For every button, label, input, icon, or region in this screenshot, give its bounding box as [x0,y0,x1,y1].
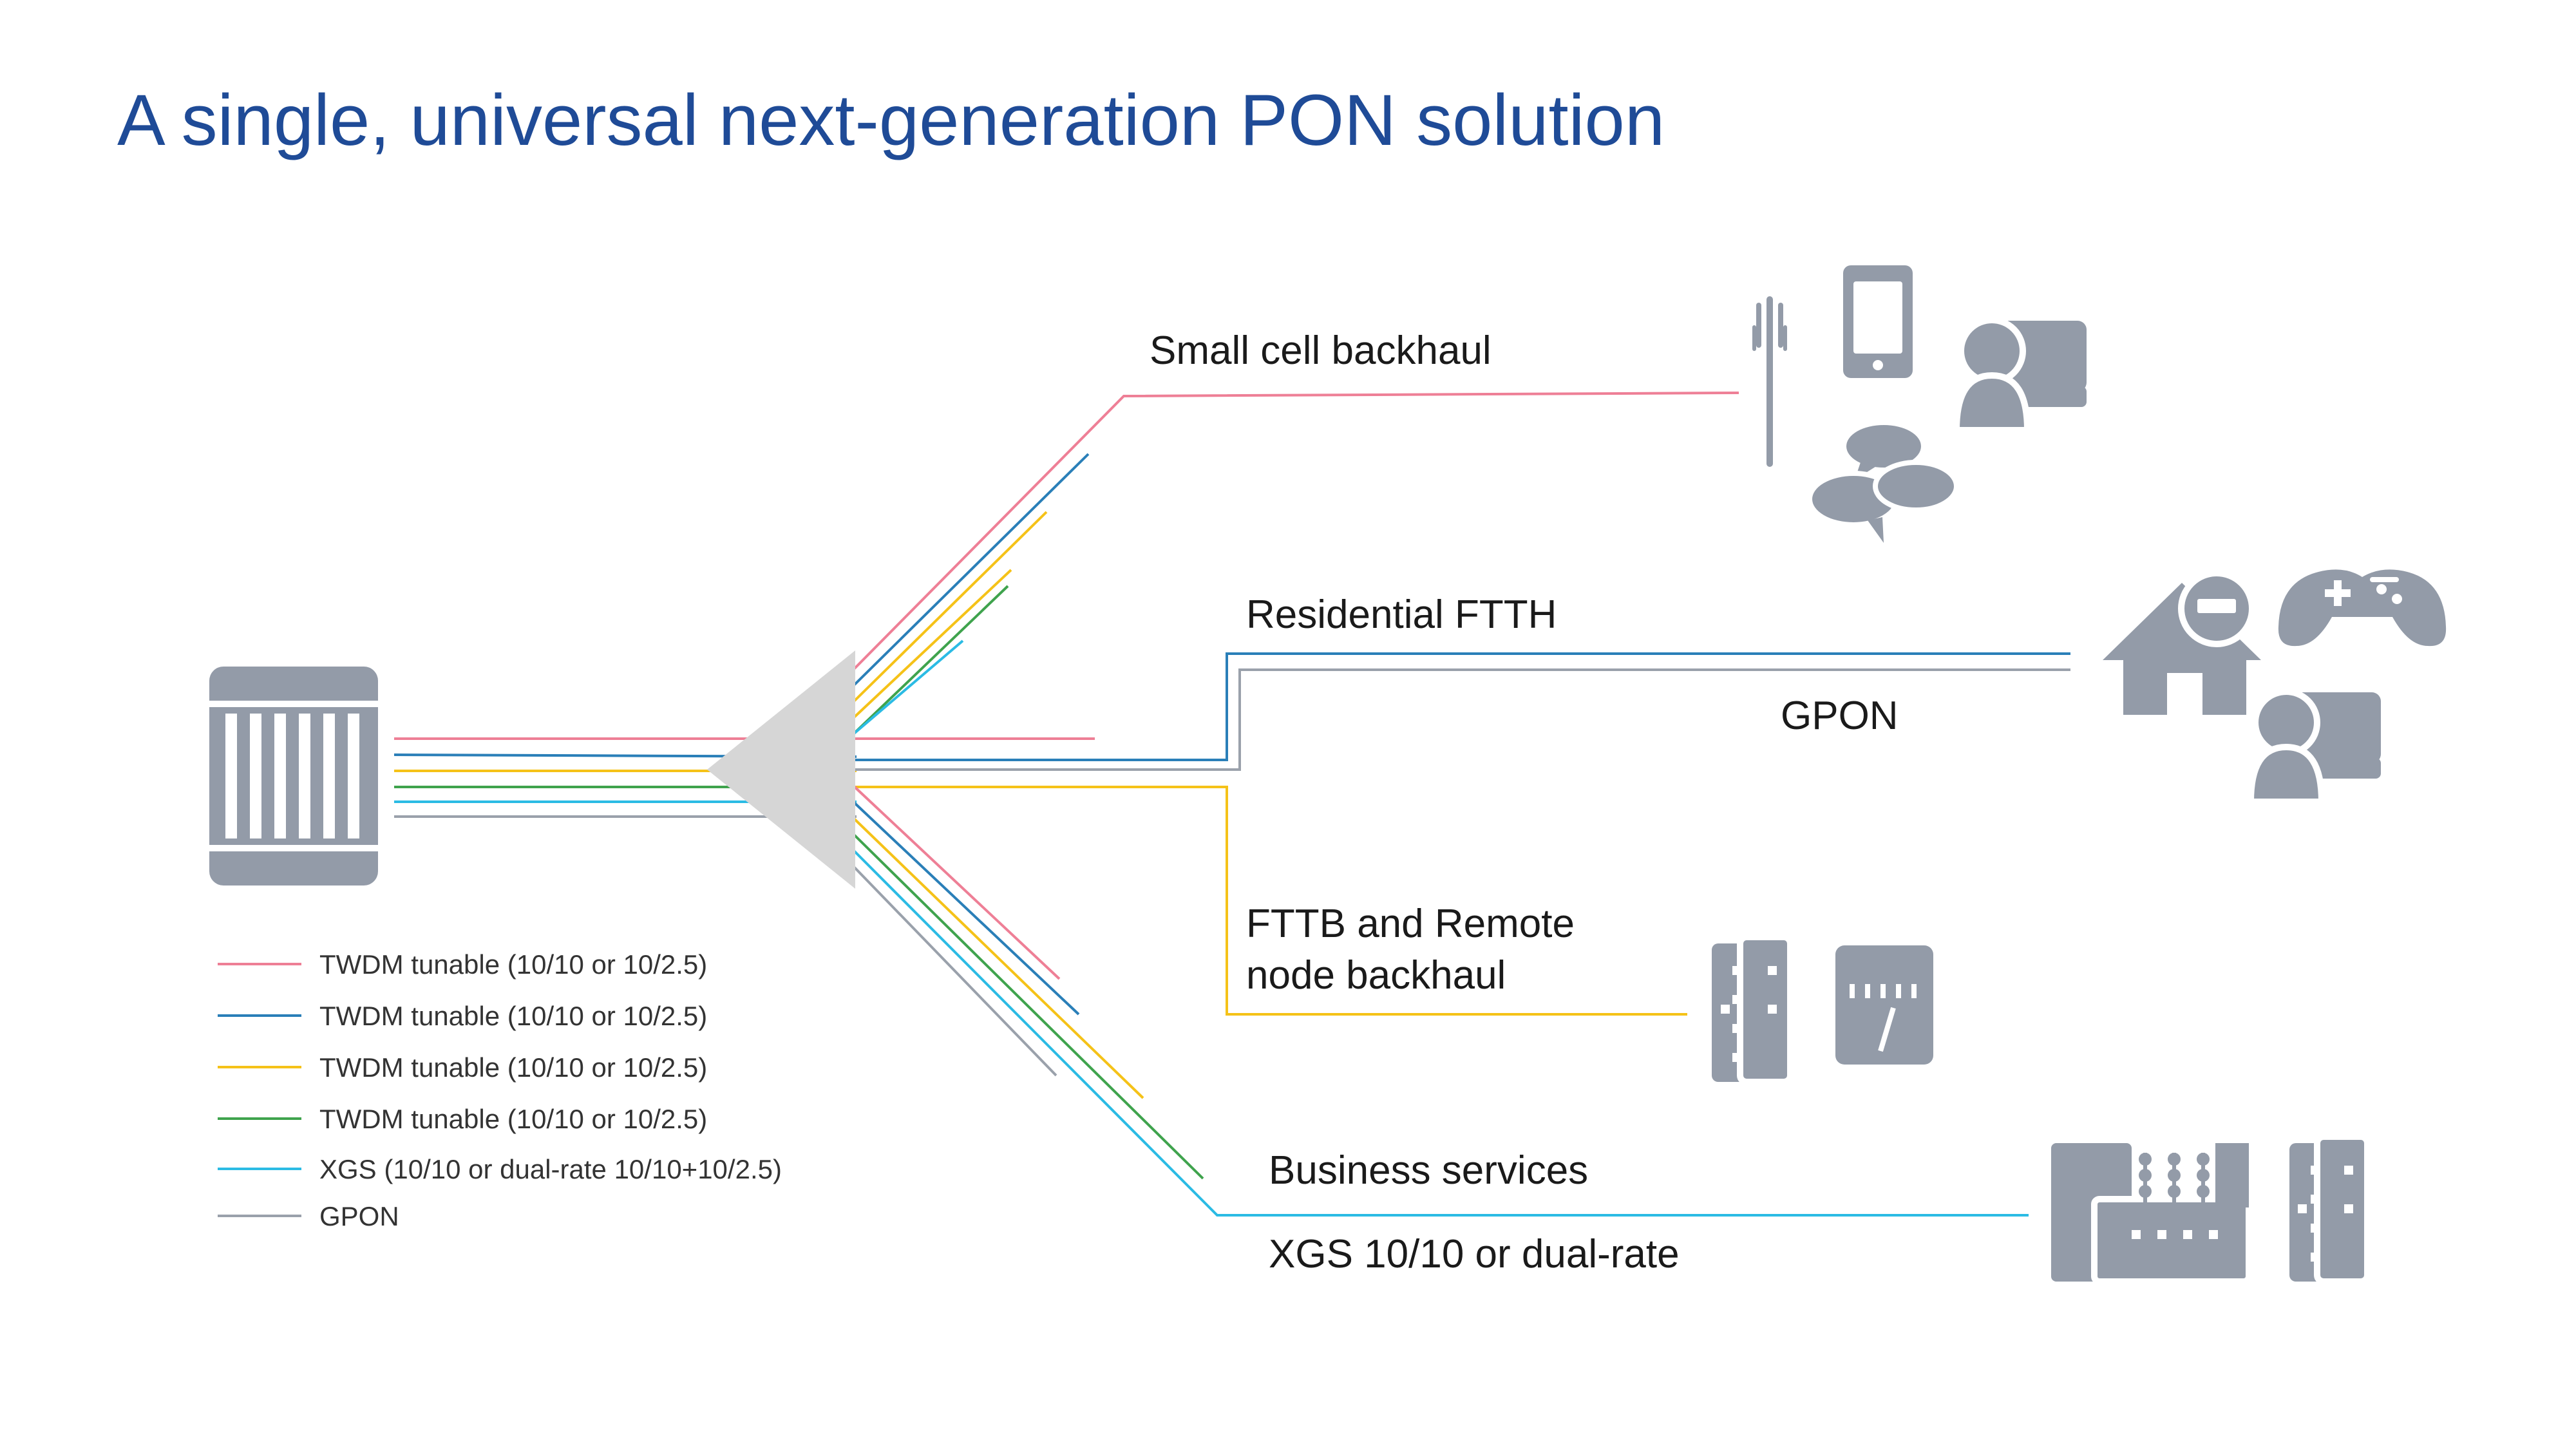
splitter-icon [707,650,855,889]
legend-label: TWDM tunable (10/10 or 10/2.5) [319,1104,707,1134]
fiber-down-gray [852,865,1057,1077]
fiber-up-cyan [852,639,964,735]
gauge-meter-icon [1835,945,1933,1065]
page-title: A single, universal next-generation PON … [117,80,1665,160]
label-business: Business services [1269,1148,1588,1193]
fiber-up-blue [852,453,1090,687]
fiber-up-yellow1 [852,511,1048,703]
fiber-business [852,849,2029,1217]
speech-bubbles-icon [1807,425,1959,543]
legend-item: XGS (10/10 or dual-rate 10/10+10/2.5) [218,1154,782,1184]
legend-label: TWDM tunable (10/10 or 10/2.5) [319,1052,707,1083]
legend-label: TWDM tunable (10/10 or 10/2.5) [319,949,707,980]
legend: TWDM tunable (10/10 or 10/2.5) TWDM tuna… [218,949,782,1231]
smartphone-icon [1843,265,1913,378]
fiber-gpon [853,668,2070,771]
fiber-down-green [852,833,1204,1180]
label-xgs: XGS 10/10 or dual-rate [1269,1232,1680,1276]
legend-label: TWDM tunable (10/10 or 10/2.5) [319,1001,707,1031]
legend-item: GPON [218,1201,399,1231]
fiber-down-yellow [852,817,1144,1099]
fiber-down-pink [852,784,1061,980]
olt-chassis-icon [209,667,378,886]
label-fttb-line1: FTTB and Remote [1246,902,1575,946]
user-chat-icon [1953,317,2087,433]
legend-label: XGS (10/10 or dual-rate 10/10+10/2.5) [319,1154,782,1184]
legend-item: TWDM tunable (10/10 or 10/2.5) [218,1001,707,1031]
label-residential: Residential FTTH [1246,592,1557,637]
house-meter-icon [2103,570,2261,715]
fiber-down-blue [852,800,1080,1016]
fiber-up-yellow2 [852,569,1012,719]
fiber-small-cell [852,392,1739,671]
user-chat-icon [2247,688,2381,805]
legend-item: TWDM tunable (10/10 or 10/2.5) [218,1052,707,1083]
legend-item: TWDM tunable (10/10 or 10/2.5) [218,949,707,980]
factory-icon [2051,1143,2252,1285]
office-building-icon [1712,934,1794,1085]
label-fttb-line2: node backhaul [1246,953,1506,998]
legend-item: TWDM tunable (10/10 or 10/2.5) [218,1104,707,1134]
fiber-residential [853,652,2070,761]
label-gpon: GPON [1781,694,1899,738]
office-building-icon [2289,1133,2371,1285]
label-small-cell: Small cell backhaul [1150,328,1492,373]
fiber-up-green [852,585,1009,735]
fiber-lines [393,392,2070,1217]
cell-tower-icon [1752,296,1787,467]
legend-label: GPON [319,1201,399,1231]
gamepad-icon [2278,569,2447,647]
fiber-fttb [853,786,1687,1016]
